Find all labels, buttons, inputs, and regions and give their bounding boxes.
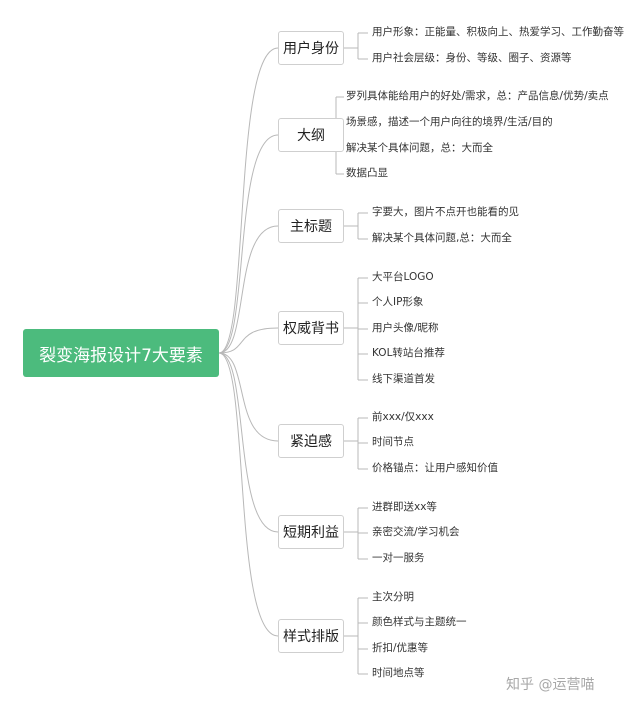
branch-connector xyxy=(218,225,279,354)
leaf-item: 亲密交流/学习机会 xyxy=(372,526,460,538)
branch-connector xyxy=(218,134,279,354)
leaf-item: 用户社会层级：身份、等级、圈子、资源等 xyxy=(372,52,572,64)
branch-connector xyxy=(218,352,279,533)
root-node: 裂变海报设计7大要素 xyxy=(23,329,219,377)
leaf-item: 场景感，描述一个用户向往的境界/生活/目的 xyxy=(346,116,553,128)
leaf-item: 解决某个具体问题，总：大而全 xyxy=(346,142,493,154)
branch-short-term-benefit: 短期利益 xyxy=(278,515,344,549)
leaf-item: 价格锚点：让用户感知价值 xyxy=(372,462,498,474)
leaf-item: 解决某个具体问题,总：大而全 xyxy=(372,232,512,244)
leaf-item: 折扣/优惠等 xyxy=(372,642,429,654)
leaf-item: 用户形象：正能量、积极向上、热爱学习、工作勤奋等 xyxy=(372,26,624,38)
branch-authority: 权威背书 xyxy=(278,311,344,345)
branch-connector xyxy=(218,47,279,354)
leaf-item: 时间地点等 xyxy=(372,667,425,679)
branch-style-layout: 样式排版 xyxy=(278,619,344,653)
leaf-item: 前xxx/仅xxx xyxy=(372,411,434,423)
branch-urgency: 紧迫感 xyxy=(278,424,344,458)
leaf-item: 用户头像/昵称 xyxy=(372,322,439,334)
leaf-item: 个人IP形象 xyxy=(372,296,424,308)
leaf-item: 大平台LOGO xyxy=(372,271,434,283)
leaf-item: 主次分明 xyxy=(372,591,414,603)
leaf-item: 线下渠道首发 xyxy=(372,373,435,385)
leaf-item: 一对一服务 xyxy=(372,552,425,564)
branch-outline: 大纲 xyxy=(278,118,344,152)
leaf-item: KOL转站台推荐 xyxy=(372,347,445,359)
leaf-item: 字要大，图片不点开也能看的见 xyxy=(372,206,519,218)
leaf-item: 进群即送xx等 xyxy=(372,501,437,513)
branch-user-identity: 用户身份 xyxy=(278,31,344,65)
leaf-item: 时间节点 xyxy=(372,436,414,448)
watermark: 知乎 @运营喵 xyxy=(506,677,595,693)
branch-main-title: 主标题 xyxy=(278,209,344,243)
branch-connector xyxy=(218,352,279,442)
leaf-item: 颜色样式与主题统一 xyxy=(372,616,467,628)
branch-connector xyxy=(218,352,279,637)
branch-connector xyxy=(218,327,279,354)
leaf-item: 数据凸显 xyxy=(346,167,388,179)
leaf-item: 罗列具体能给用户的好处/需求，总：产品信息/优势/卖点 xyxy=(346,90,609,102)
